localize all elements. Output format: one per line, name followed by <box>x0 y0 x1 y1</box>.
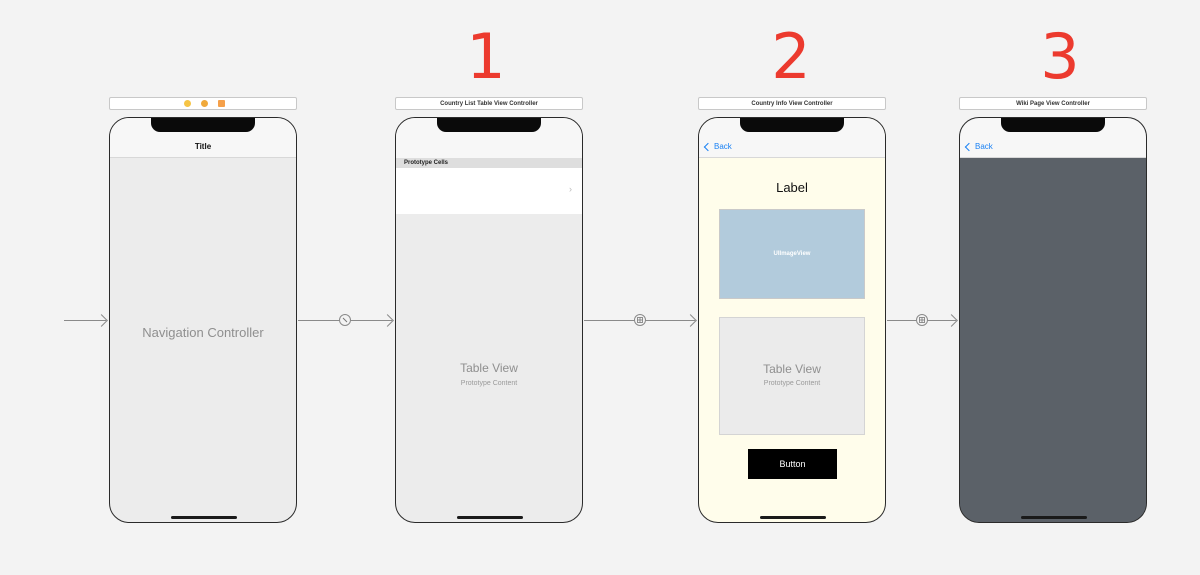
view-controller-icon[interactable] <box>201 100 208 107</box>
step-number-1: 1 <box>466 20 506 93</box>
country-info-scene[interactable]: Back Label UIImageView Table View Protot… <box>698 117 886 523</box>
table-view-label: Table View <box>460 361 518 375</box>
back-chevron-icon <box>703 142 713 151</box>
navigation-bar[interactable]: Back <box>699 118 885 158</box>
back-button[interactable]: Back <box>703 142 732 151</box>
wiki-page-scene[interactable]: Back <box>959 117 1147 523</box>
home-indicator <box>457 516 523 519</box>
button[interactable]: Button <box>748 449 837 479</box>
scene-bar-country-info[interactable]: Country Info View Controller <box>698 97 886 110</box>
back-label: Back <box>714 142 732 151</box>
back-chevron-icon <box>964 142 974 151</box>
back-button[interactable]: Back <box>964 142 993 151</box>
table-view-sublabel: Prototype Content <box>460 380 518 387</box>
table-view[interactable]: Table View Prototype Content <box>719 317 865 435</box>
scene-bar-wiki-page[interactable]: Wiki Page View Controller <box>959 97 1147 110</box>
step-number-2: 2 <box>771 20 811 93</box>
first-responder-icon[interactable] <box>184 100 191 107</box>
table-view-label: Table View <box>763 362 821 376</box>
slash-circle-icon[interactable] <box>339 314 351 326</box>
step-number-3: 3 <box>1040 20 1080 93</box>
device-notch <box>151 118 255 132</box>
table-view-sublabel: Prototype Content <box>763 380 821 387</box>
prototype-cells-header: Prototype Cells <box>396 158 582 168</box>
disclosure-chevron-icon: › <box>569 184 572 194</box>
image-view: UIImageView <box>719 209 865 299</box>
scene-bar-navigation-controller[interactable] <box>109 97 297 110</box>
navigation-controller-scene[interactable]: Title Navigation Controller <box>109 117 297 523</box>
nav-title: Title <box>194 142 212 151</box>
country-list-scene[interactable]: Prototype Cells › Table View Prototype C… <box>395 117 583 523</box>
device-notch <box>437 118 541 132</box>
label-text: Label <box>776 180 808 195</box>
web-view[interactable] <box>960 158 1146 522</box>
show-segue-icon[interactable] <box>634 314 646 326</box>
device-notch <box>1001 118 1105 132</box>
navigation-controller-label: Navigation Controller <box>142 325 264 340</box>
home-indicator <box>1021 516 1087 519</box>
scene-bar-country-list[interactable]: Country List Table View Controller <box>395 97 583 110</box>
home-indicator <box>760 516 826 519</box>
device-notch <box>740 118 844 132</box>
back-label: Back <box>975 142 993 151</box>
prototype-cell[interactable]: › <box>396 168 582 214</box>
exit-icon[interactable] <box>218 100 225 107</box>
home-indicator <box>171 516 237 519</box>
show-segue-icon[interactable] <box>916 314 928 326</box>
